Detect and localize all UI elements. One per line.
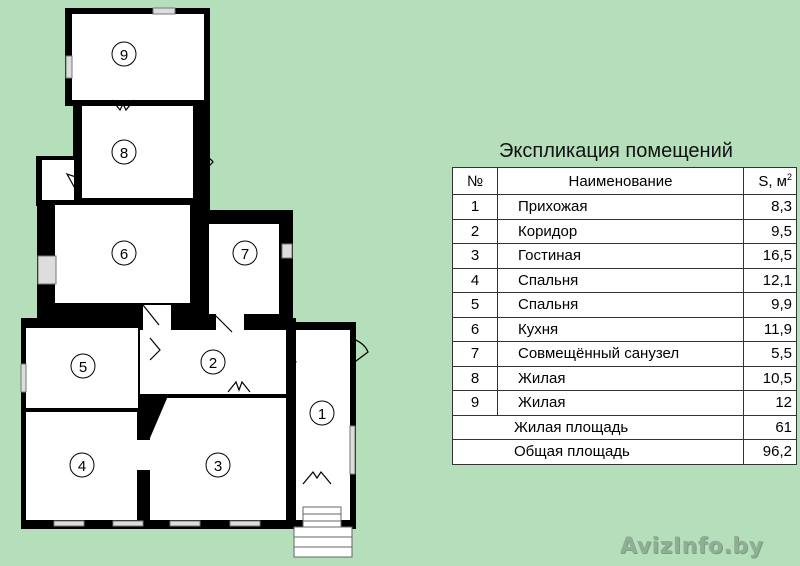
row-name: Коридор [497, 218, 744, 244]
table-title: Экспликация помещений [499, 140, 733, 162]
room-label-5 [70, 353, 96, 379]
windows [20, 7, 356, 527]
room-7-floor [209, 224, 279, 314]
annex-floor [42, 160, 74, 200]
row-area: 5,5 [743, 341, 797, 367]
total-label: Жилая площадь [452, 414, 744, 440]
row-no: 1 [452, 194, 498, 220]
room-number: 9 [120, 47, 128, 64]
header-area-label: S, м [758, 173, 787, 190]
room-labels [69, 41, 335, 478]
row-name: Прихожая [497, 194, 744, 220]
stairs [293, 506, 353, 558]
total-area: 61 [743, 414, 797, 440]
row-name: Спальня [497, 267, 744, 293]
chimney [138, 396, 168, 438]
row-name: Гостиная [497, 243, 744, 269]
row-no: 6 [452, 316, 498, 342]
row-no: 7 [452, 341, 498, 367]
room-7-entry [216, 314, 244, 332]
header-area-sup: 2 [786, 172, 792, 182]
watermark: AvizInfo.by [620, 534, 764, 559]
row-area: 12,1 [743, 267, 797, 293]
room-label-9 [111, 41, 137, 67]
row-area: 9,5 [743, 218, 797, 244]
room-9-floor [72, 14, 204, 100]
row-name: Спальня [497, 292, 744, 318]
header-area: S, м2 [743, 167, 797, 195]
row-no: 5 [452, 292, 498, 318]
table-header-row: № Наименование S, м2 [452, 167, 797, 195]
row-area: 11,9 [743, 316, 797, 342]
room-label-6 [111, 240, 137, 266]
room-8-floor [82, 106, 193, 198]
room-2-passage [143, 305, 171, 333]
room-label-1 [309, 400, 335, 426]
row-name: Кухня [497, 316, 744, 342]
floor-plan: 1 2 3 4 5 6 7 8 9 [20, 7, 369, 558]
row-no: 3 [452, 243, 498, 269]
room-label-4 [69, 452, 95, 478]
row-name: Совмещённый санузел [497, 341, 744, 367]
row-name: Жилая [497, 365, 744, 391]
row-name: Жилая [497, 390, 744, 416]
room-number: 5 [79, 359, 87, 376]
room-label-3 [205, 452, 231, 478]
row-area: 8,3 [743, 194, 797, 220]
row-no: 8 [452, 365, 498, 391]
room-number: 6 [120, 246, 128, 263]
row-area: 9,9 [743, 292, 797, 318]
room-number: 4 [78, 458, 86, 475]
header-no: № [452, 167, 498, 195]
room-number: 1 [318, 406, 326, 423]
header-name: Наименование [497, 167, 744, 195]
room-number: 7 [241, 246, 249, 263]
row-area: 12 [743, 390, 797, 416]
room-label-7 [232, 240, 258, 266]
total-area: 96,2 [743, 439, 797, 465]
room-number: 3 [214, 458, 222, 475]
floors [26, 14, 350, 520]
total-label: Общая площадь [452, 439, 744, 465]
row-area: 16,5 [743, 243, 797, 269]
row-no: 4 [452, 267, 498, 293]
room-number: 2 [209, 355, 217, 372]
room-label-2 [200, 349, 226, 375]
doors [65, 99, 369, 485]
row-no: 9 [452, 390, 498, 416]
room-number: 8 [120, 145, 128, 162]
room-label-8 [111, 139, 137, 165]
row-area: 10,5 [743, 365, 797, 391]
row-no: 2 [452, 218, 498, 244]
doorway-4-3 [137, 440, 150, 470]
